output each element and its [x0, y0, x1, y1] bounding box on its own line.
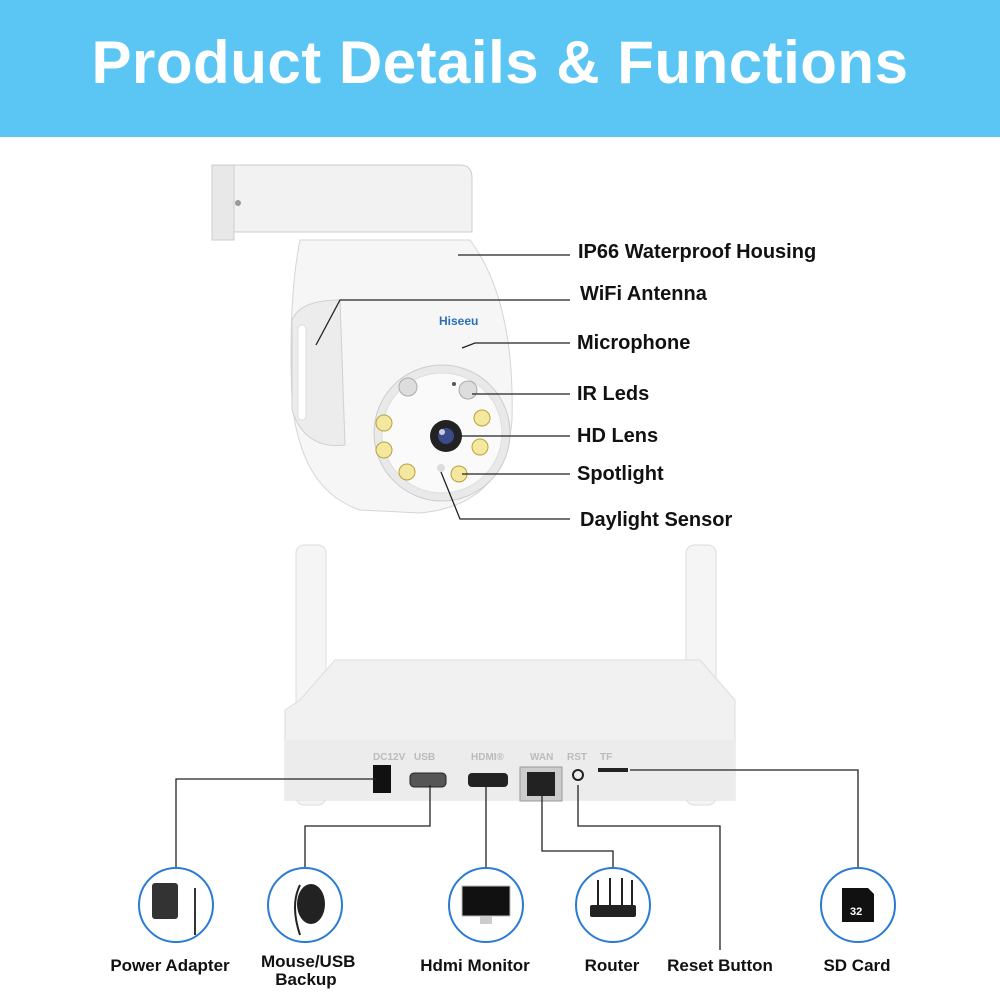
- label-mouse-usb-backup: Mouse/USB Backup: [261, 952, 356, 989]
- callout-spotlight: Spotlight: [577, 463, 664, 485]
- sd-card-capacity: 32: [850, 906, 862, 918]
- callout-hd-lens: HD Lens: [577, 425, 659, 447]
- accessory-icons: [152, 878, 874, 936]
- label-sd-card: SD Card: [823, 956, 891, 975]
- svg-text:Hiseeu: Hiseeu: [439, 314, 478, 328]
- callout-housing: IP66 Waterproof Housing: [578, 241, 817, 263]
- nvr-image: [284, 544, 736, 806]
- callout-microphone: Microphone: [577, 332, 691, 354]
- header-banner: Product Details & Functions: [0, 0, 1000, 137]
- label-router: Router: [584, 956, 640, 975]
- callout-wifi-antenna: WiFi Antenna: [580, 283, 707, 305]
- port-wan: WAN: [530, 752, 553, 763]
- page-title: Product Details & Functions: [91, 29, 909, 96]
- label-reset-button: Reset Button: [667, 956, 773, 975]
- callout-ir-leds: IR Leds: [577, 383, 650, 405]
- accessory-circles: [138, 867, 896, 943]
- camera-callout-lines: [315, 254, 570, 520]
- port-hdmi: HDMI®: [471, 752, 505, 763]
- port-rst: RST: [567, 752, 587, 763]
- label-power-adapter: Power Adapter: [110, 956, 230, 975]
- nvr-connector-lines: [175, 769, 859, 950]
- camera-image: [211, 164, 513, 514]
- port-tf: TF: [600, 752, 612, 763]
- callout-daylight-sensor: Daylight Sensor: [580, 509, 733, 531]
- port-dc12v: DC12V: [373, 752, 406, 763]
- label-hdmi-monitor: Hdmi Monitor: [420, 956, 530, 975]
- port-usb: USB: [414, 752, 435, 763]
